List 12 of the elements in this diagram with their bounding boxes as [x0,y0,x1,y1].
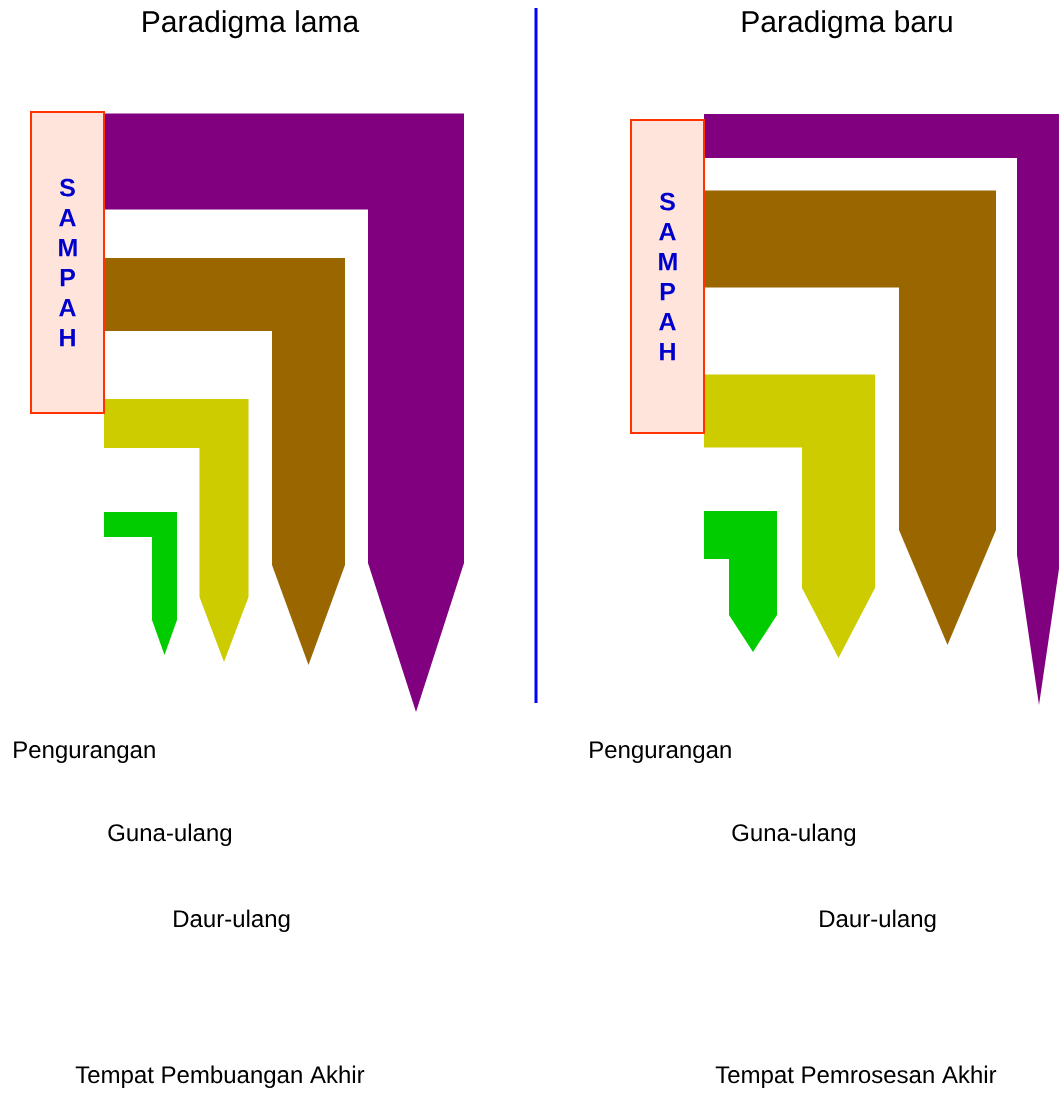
stage-label: Pengurangan [590,741,731,763]
panel-title: Paradigma lama [143,10,360,39]
stage-label: Tempat Pemrosesan Akhir [715,1065,997,1088]
stage-label: Pengurangan [14,741,155,763]
stage-label: Tempat Pembuangan Akhir [75,1065,365,1088]
stage-label: Guna-ulang [732,823,856,846]
stage-label: Guna-ulang [108,823,232,846]
stage-label: Daur-ulang [174,909,290,932]
waste-box: S A M P A H [30,111,105,414]
waste-box: S A M P A H [630,119,705,434]
panel-title: Paradigma baru [742,10,952,39]
stage-label: Daur-ulang [820,909,936,932]
